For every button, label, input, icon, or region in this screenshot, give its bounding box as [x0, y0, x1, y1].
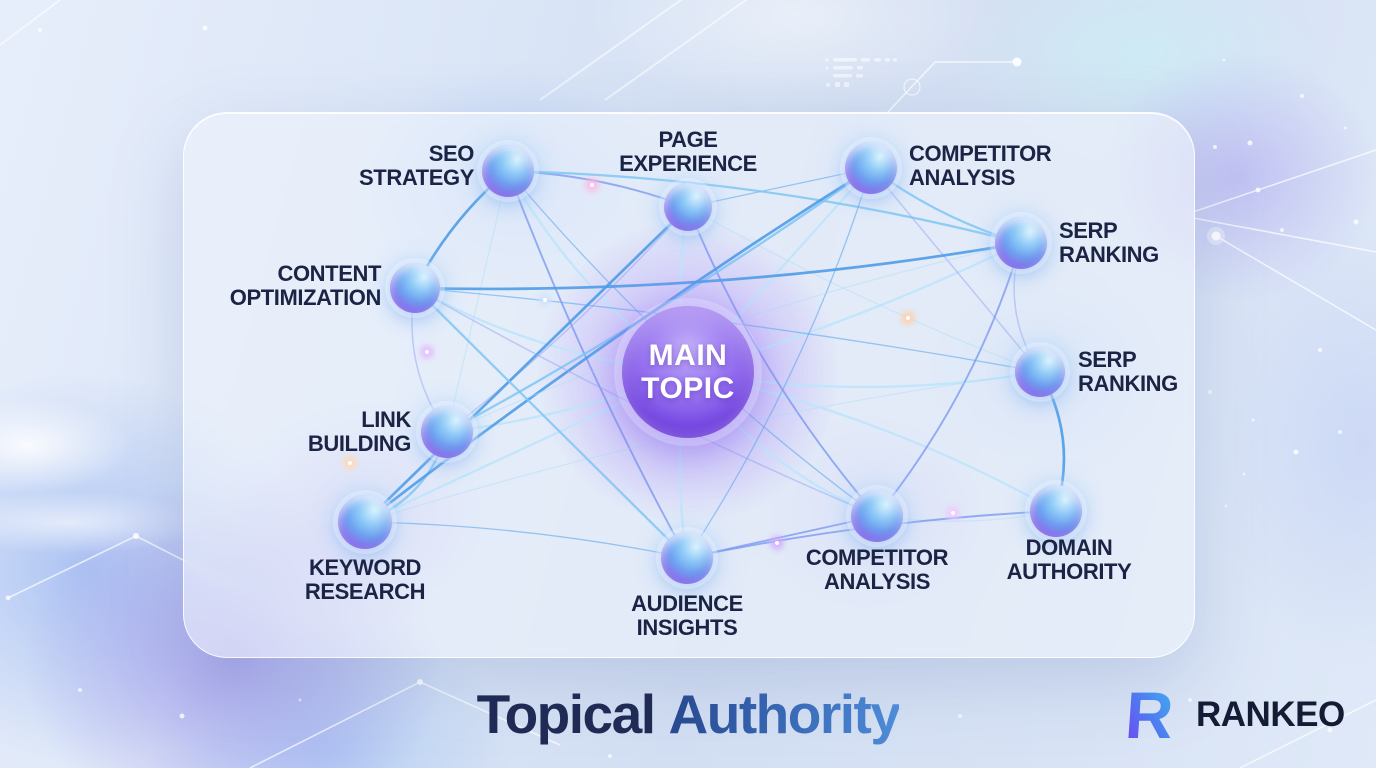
node-keyword	[338, 495, 392, 549]
main-topic-label: MAIN	[648, 339, 728, 372]
node-comp1	[845, 142, 897, 194]
node-audience	[661, 532, 713, 584]
main-topic-label: TOPIC	[641, 372, 735, 405]
node-domain	[1030, 485, 1082, 537]
brand-name: RANKEO	[1196, 695, 1345, 734]
node-comp2	[851, 490, 903, 542]
rankeo-logo-icon: R	[1128, 680, 1176, 750]
node-page	[664, 183, 712, 231]
brand-logo: R RANKEO	[1128, 680, 1345, 750]
node-serp1	[995, 217, 1047, 269]
node-seo	[482, 145, 534, 197]
node-serp2	[1015, 347, 1065, 397]
title-topical: Topical	[476, 683, 656, 745]
title-authority: Authority	[668, 683, 901, 745]
svg-text:R: R	[1128, 680, 1176, 750]
node-content	[390, 263, 440, 313]
node-link	[421, 406, 473, 458]
